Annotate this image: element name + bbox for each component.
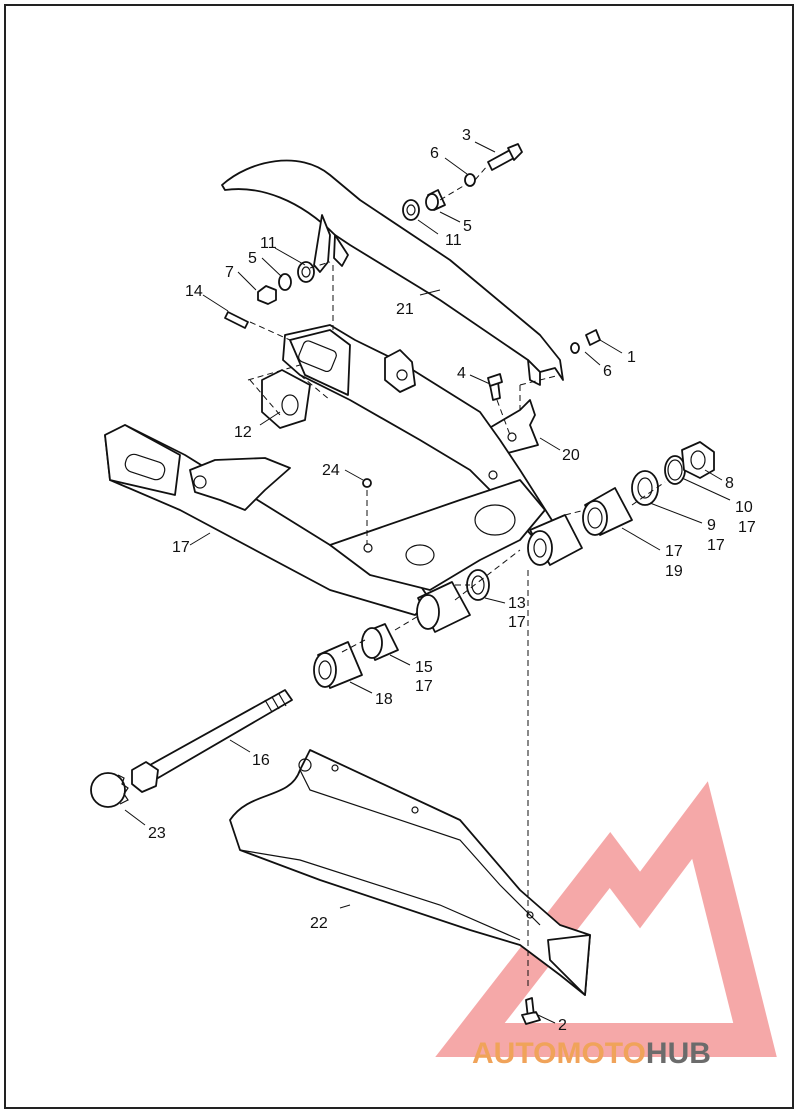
part-1-bolt	[585, 329, 601, 346]
watermark-moto: MOTO	[556, 1037, 645, 1070]
callout-23: 23	[148, 825, 166, 842]
part-19-pivot-bushing	[582, 487, 633, 536]
callout-8: 8	[725, 475, 734, 492]
callout-16: 16	[252, 752, 270, 769]
callout-17-c: 17	[665, 543, 683, 560]
watermark: AUTOMOTOHUB	[472, 1037, 711, 1070]
part-4-bolt	[487, 373, 503, 401]
part-8-nut	[681, 441, 715, 479]
part-9-bearing	[631, 470, 659, 506]
callout-17-a: 17	[738, 519, 756, 536]
callout-labels: 3 6 5 11 11 5 7 14 21 1 6 4 12 20 24 8 1…	[148, 127, 756, 1034]
part-15-bearing	[361, 623, 399, 661]
part-6-washer-right	[570, 342, 580, 354]
callout-4: 4	[457, 365, 466, 382]
part-22-lower-belt-guard	[229, 749, 591, 996]
callout-22: 22	[310, 915, 328, 932]
watermark-logo-icon	[435, 781, 777, 1057]
callout-24: 24	[322, 462, 340, 479]
callout-15: 15	[415, 659, 433, 676]
callout-17-swingarm: 17	[172, 539, 190, 556]
callout-19: 19	[665, 563, 683, 580]
part-6-washer-top	[464, 173, 476, 187]
part-7-nut	[257, 285, 277, 305]
callout-17-d: 17	[508, 614, 526, 631]
assembly-lines	[247, 164, 666, 990]
svg-text:AUTOMOTOHUB: AUTOMOTOHUB	[472, 1037, 711, 1070]
part-5-spacer-left	[278, 273, 292, 291]
callout-6-top: 6	[430, 145, 439, 162]
callout-17-e: 17	[415, 678, 433, 695]
part-16-pivot-shaft	[131, 689, 293, 793]
callout-5-top: 5	[463, 218, 472, 235]
part-13-ring	[466, 569, 490, 601]
callout-3: 3	[462, 127, 471, 144]
callout-2: 2	[558, 1017, 567, 1034]
part-5-spacer-top	[425, 189, 446, 211]
callout-20: 20	[562, 447, 580, 464]
leader-lines	[124, 141, 731, 1024]
watermark-hub: HUB	[646, 1037, 711, 1070]
part-11-grommet-top	[402, 199, 420, 221]
callout-18: 18	[375, 691, 393, 708]
part-2-screw	[521, 997, 541, 1025]
callout-17-b: 17	[707, 537, 725, 554]
callout-14: 14	[185, 283, 203, 300]
callout-13: 13	[508, 595, 526, 612]
part-3-bolt	[487, 143, 523, 171]
callout-5-left: 5	[248, 250, 257, 267]
part-24-plug	[362, 478, 372, 488]
callout-11-left: 11	[260, 235, 277, 252]
callout-1: 1	[627, 349, 636, 366]
part-17-swingarm	[104, 324, 583, 633]
part-10-ring	[664, 455, 686, 485]
part-23-cap	[90, 772, 129, 808]
callout-10: 10	[735, 499, 753, 516]
part-11-grommet-left	[297, 261, 315, 283]
callout-6-right: 6	[603, 363, 612, 380]
callout-11-top: 11	[445, 232, 462, 249]
callout-9: 9	[707, 517, 716, 534]
watermark-auto: AUTO	[472, 1037, 556, 1070]
callout-7: 7	[225, 264, 234, 281]
part-18-bushing	[313, 641, 363, 689]
part-21-belt-guard	[221, 159, 564, 386]
callout-21: 21	[396, 301, 414, 318]
part-14-bolt	[224, 311, 249, 329]
callout-12: 12	[234, 424, 252, 441]
